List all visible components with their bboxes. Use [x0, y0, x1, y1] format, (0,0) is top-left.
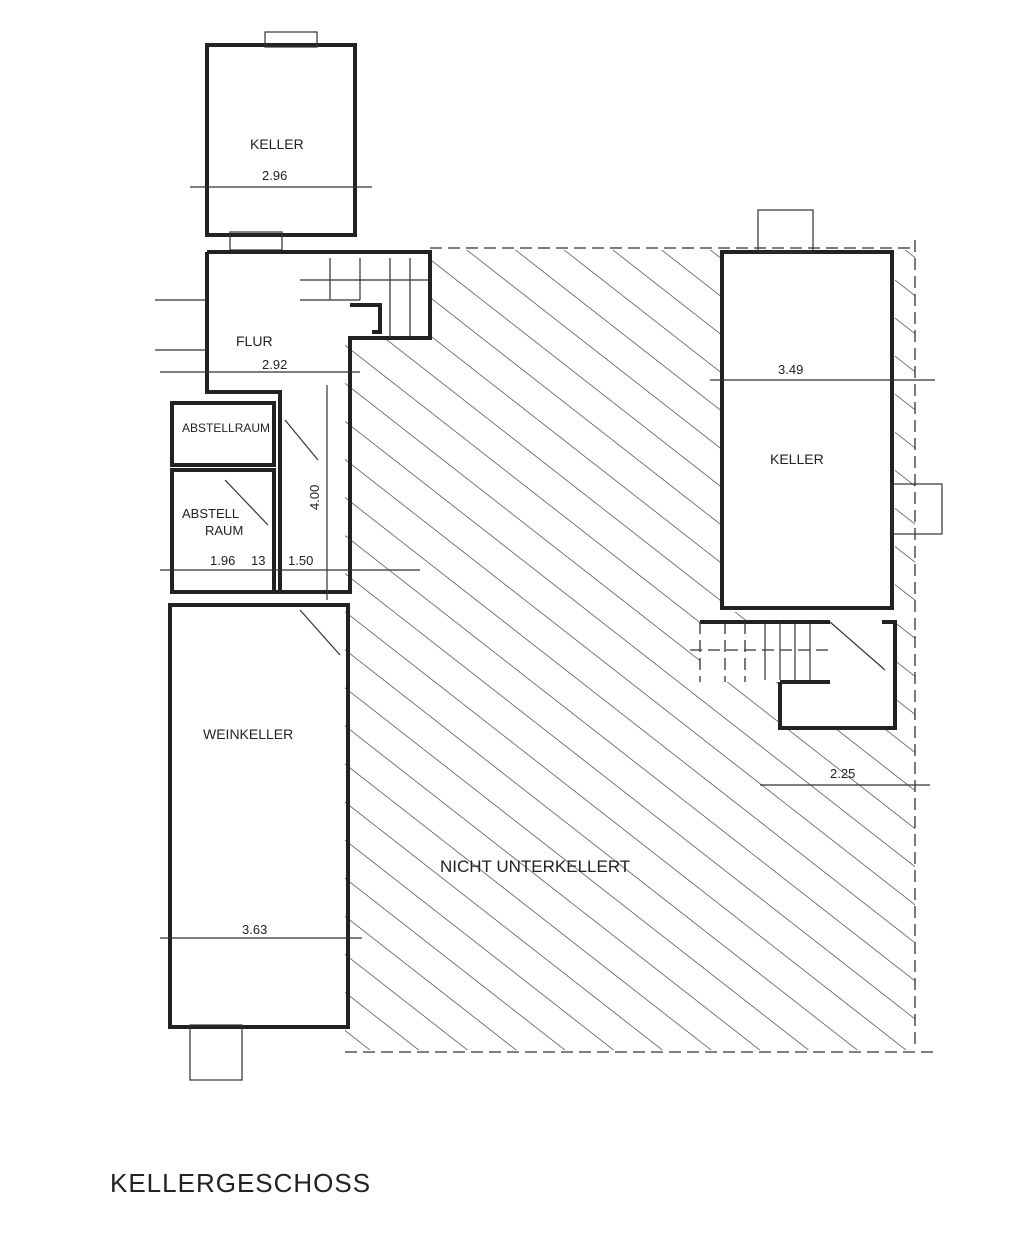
room-label: RAUM: [205, 523, 243, 538]
dimension-label: 2.96: [262, 168, 287, 183]
room-label: KELLER: [770, 451, 824, 467]
room-keller-top: KELLER 2.96: [190, 31, 372, 251]
room-label: FLUR: [236, 333, 273, 349]
room-label: ABSTELLRAUM: [182, 421, 270, 435]
dimension-label: 13: [251, 553, 265, 568]
staircase-right: 2.25: [690, 620, 930, 786]
room-weinkeller: WEINKELLER 3.63: [160, 603, 362, 1081]
room-label: WEINKELLER: [203, 726, 293, 742]
room-abstellraum-1: ABSTELLRAUM: [170, 401, 319, 467]
room-label: ABSTELL: [182, 506, 239, 521]
plan-title: KELLERGESCHOSS: [110, 1168, 371, 1198]
dimension-label: 3.49: [778, 362, 803, 377]
dimension-label: 2.25: [830, 766, 855, 781]
dimension-label: 2.92: [262, 357, 287, 372]
dimension-label: 1.50: [288, 553, 313, 568]
staircase-top: [300, 258, 430, 338]
dimension-label: 4.00: [307, 485, 322, 510]
unexcavated-label: NICHT UNTERKELLERT: [440, 857, 630, 876]
room-keller-right: KELLER 3.49: [710, 209, 943, 610]
dimension-label: 3.63: [242, 922, 267, 937]
dimension-label: 1.96: [210, 553, 235, 568]
unexcavated-hatch: [345, 240, 935, 1053]
room-abstellraum-2: ABSTELL RAUM 1.96 13 1.50: [160, 468, 420, 594]
room-flur: FLUR 2.92 4.00: [155, 250, 432, 600]
room-label: KELLER: [250, 136, 304, 152]
